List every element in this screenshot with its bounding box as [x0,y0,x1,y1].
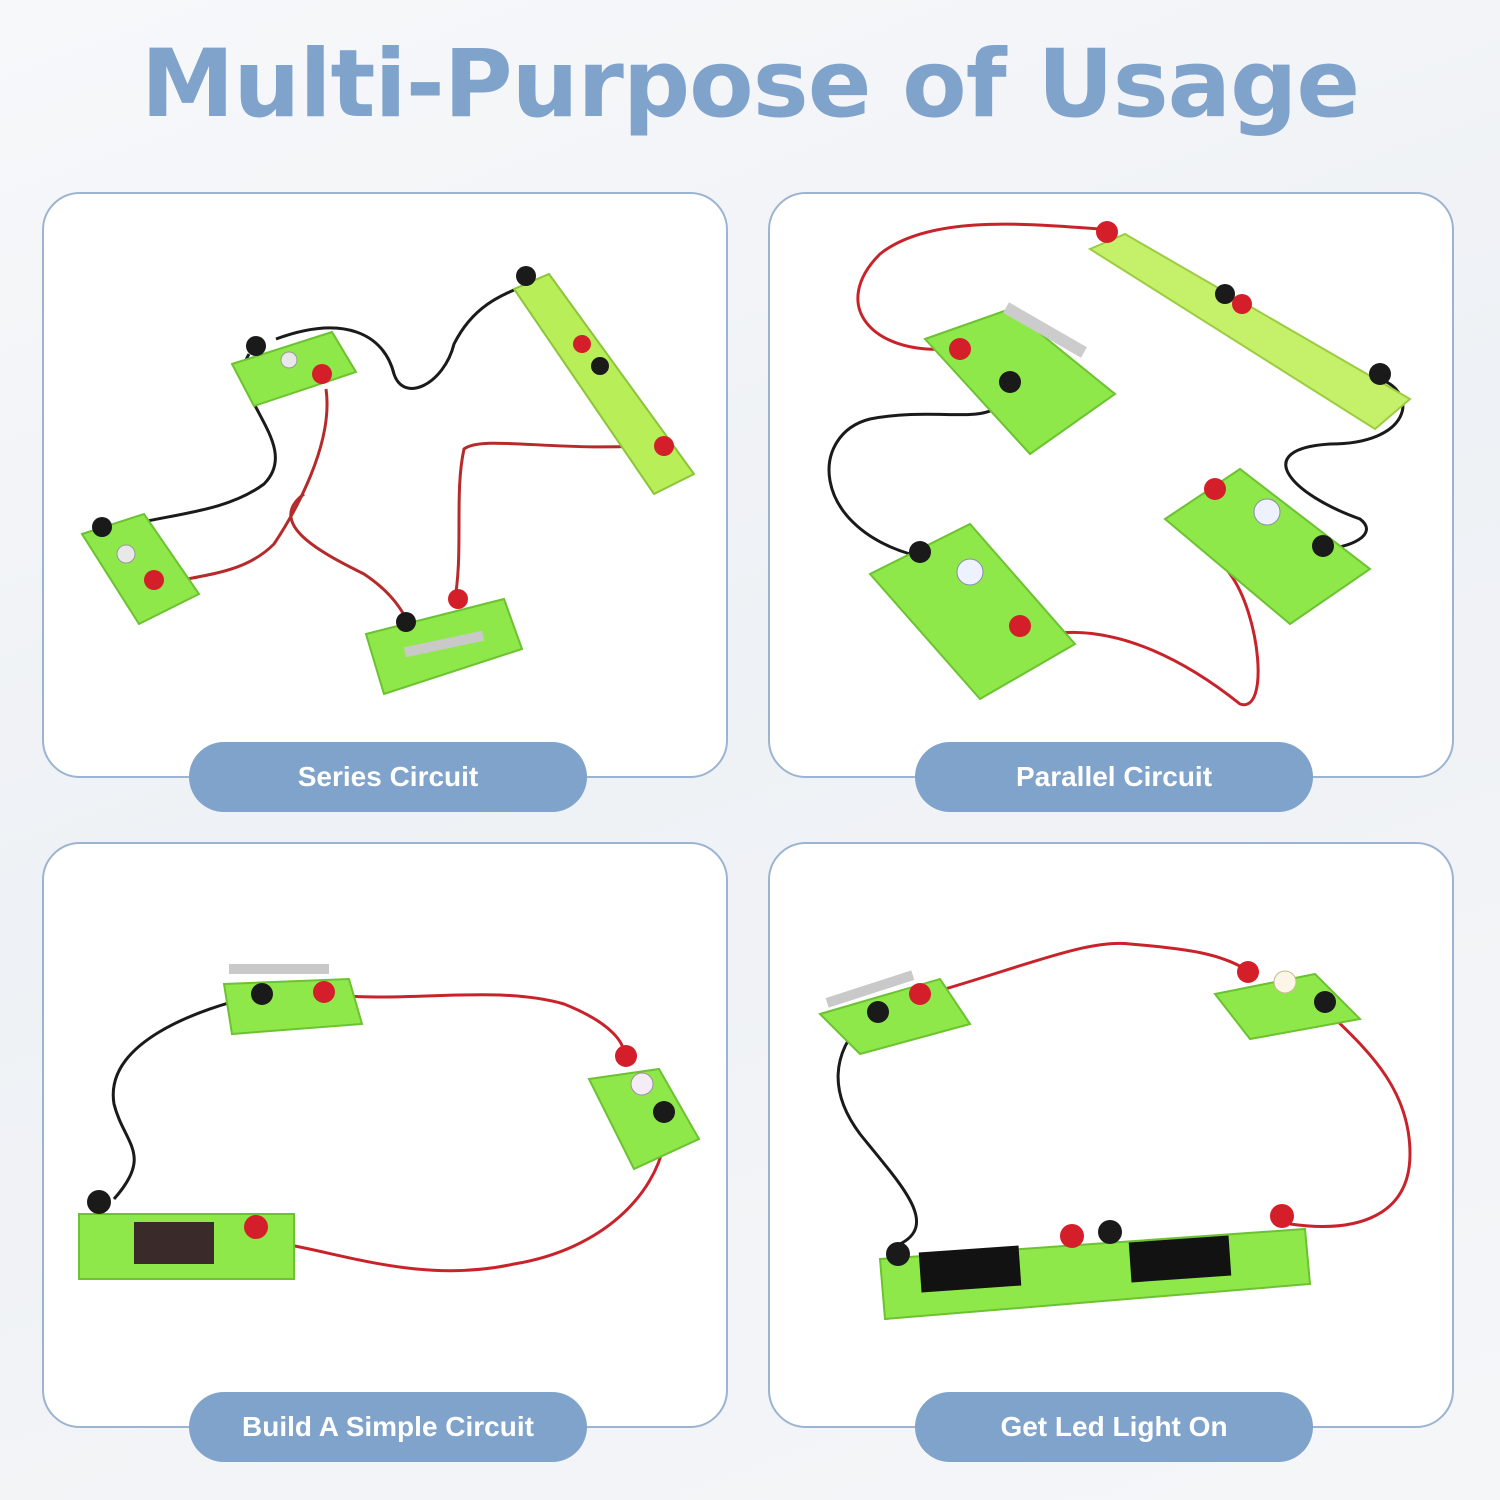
simple-circuit-photo [78,964,701,1280]
label-parallel-circuit: Parallel Circuit [915,742,1313,812]
panel-series-circuit: Series Circuit [42,192,728,812]
parallel-circuit-photo [827,221,1412,707]
component-bulb-board [1163,467,1372,626]
component-switch-board [923,302,1117,456]
component-bulb-board [1213,961,1363,1041]
label-simple-circuit: Build A Simple Circuit [189,1392,587,1462]
panel-led-light: Get Led Light On [768,842,1454,1462]
component-bulb-board [587,1045,701,1171]
panel-simple-circuit: Build A Simple Circuit [42,842,728,1462]
component-bulb-board [230,330,358,408]
label-led-light: Get Led Light On [915,1392,1313,1462]
component-battery-holder [878,1204,1312,1321]
component-switch-board [222,964,364,1036]
component-switch-board [818,970,972,1056]
panel-parallel-circuit: Parallel Circuit [768,192,1454,812]
component-bulb-board [868,522,1077,701]
component-battery-holder [78,1190,295,1280]
led-light-photo [818,941,1412,1321]
label-series-circuit: Series Circuit [189,742,587,812]
component-switch-board [364,589,524,696]
component-bulb-board [80,512,201,626]
page-title: Multi-Purpose of Usage [140,30,1360,139]
series-circuit-photo [80,266,696,696]
component-battery-holder [512,266,696,496]
component-battery-holder [1087,221,1412,431]
